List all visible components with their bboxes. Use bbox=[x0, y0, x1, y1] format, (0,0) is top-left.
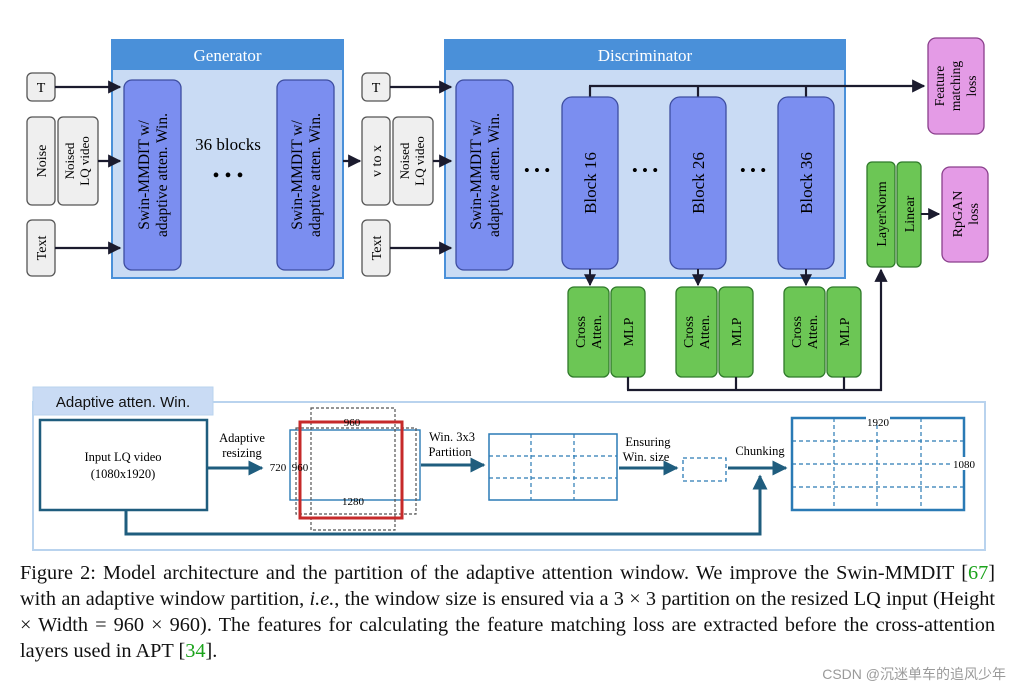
svg-text:T: T bbox=[37, 81, 46, 96]
dim-720: 720 bbox=[270, 462, 287, 474]
generator-input-text: Text bbox=[26, 219, 56, 277]
svg-text:Input LQ video: Input LQ video bbox=[84, 450, 161, 464]
feature-matching-loss-box: Feature matching loss bbox=[927, 37, 985, 135]
head-collector-lines bbox=[626, 268, 888, 392]
skip-connection-arrow bbox=[124, 474, 768, 536]
resized-frame: 960 720 960 1280 bbox=[270, 407, 421, 531]
discriminator-input-noised-lq: Noised LQ video bbox=[392, 116, 434, 206]
svg-text:LQ video: LQ video bbox=[412, 136, 427, 185]
svg-text:Block 16: Block 16 bbox=[581, 152, 600, 214]
generator-blocks-count: 36 blocks bbox=[195, 135, 261, 154]
dim-1080: 1080 bbox=[953, 459, 976, 471]
svg-text:Cross: Cross bbox=[574, 316, 589, 348]
svg-text:T: T bbox=[372, 81, 381, 96]
step-resize-label-1: Adaptive bbox=[219, 431, 265, 445]
svg-text:LayerNorm: LayerNorm bbox=[875, 181, 890, 246]
dim-960-top: 960 bbox=[344, 417, 361, 429]
svg-text:MLP: MLP bbox=[838, 317, 853, 346]
svg-text:Linear: Linear bbox=[903, 195, 918, 232]
figure-caption: Figure 2: Model architecture and the par… bbox=[20, 562, 996, 662]
rpgan-loss-box: RpGAN loss bbox=[941, 166, 989, 263]
discriminator-input-text: Text bbox=[361, 219, 391, 277]
step-chunk-label: Chunking bbox=[735, 444, 785, 458]
architecture-diagram: Generator T Noise Noised LQ video Text S… bbox=[26, 37, 989, 551]
svg-text:Atten.: Atten. bbox=[806, 315, 821, 350]
head-36: Cross Atten. MLP bbox=[783, 286, 862, 378]
step-ensure-label-2: Win. size bbox=[623, 450, 670, 464]
svg-text:adaptive atten. Win.: adaptive atten. Win. bbox=[307, 113, 324, 237]
svg-text:Block 26: Block 26 bbox=[689, 152, 708, 214]
svg-text:(1080x1920): (1080x1920) bbox=[91, 467, 156, 481]
discriminator-block-16: Block 16 bbox=[561, 96, 619, 270]
discriminator-block-36: Block 36 bbox=[777, 96, 835, 270]
input-lq-video-box: Input LQ video (1080x1920) bbox=[38, 418, 209, 512]
svg-text:MLP: MLP bbox=[622, 317, 637, 346]
svg-text:Atten.: Atten. bbox=[590, 315, 605, 350]
svg-text:RpGAN: RpGAN bbox=[951, 191, 966, 238]
feature-tap-lines bbox=[588, 79, 926, 97]
discriminator-dots-3: • • • bbox=[740, 161, 766, 180]
adaptive-window-title: Adaptive atten. Win. bbox=[56, 394, 190, 411]
discriminator-input-arrows bbox=[390, 80, 453, 255]
generator-input-arrows bbox=[55, 80, 122, 255]
discriminator-dots-1: • • • bbox=[524, 161, 550, 180]
svg-text:loss: loss bbox=[964, 75, 979, 96]
discriminator-input-v-to-x: v to x bbox=[361, 116, 391, 206]
dim-960-left: 960 bbox=[292, 462, 309, 474]
adaptive-window-panel: Adaptive atten. Win. bbox=[32, 386, 986, 551]
head-down-arrows bbox=[584, 269, 812, 287]
generator-input-t: T bbox=[26, 72, 56, 102]
citation-link-67[interactable]: 67 bbox=[967, 562, 989, 584]
svg-text:Noised: Noised bbox=[62, 142, 77, 179]
dim-1920: 1920 bbox=[867, 417, 890, 429]
partition-grid bbox=[488, 433, 618, 501]
discriminator-input-t: T bbox=[361, 72, 391, 102]
watermark: CSDN @沉迷单车的追风少年 bbox=[822, 666, 1006, 682]
discriminator-block-first: Swin-MMDIT w/ adaptive atten. Win. bbox=[455, 79, 514, 271]
svg-text:Noised: Noised bbox=[397, 142, 412, 179]
svg-text:Swin-MMDIT w/: Swin-MMDIT w/ bbox=[289, 120, 306, 230]
linear-box: Linear bbox=[896, 161, 922, 268]
svg-text:Swin-MMDIT w/: Swin-MMDIT w/ bbox=[136, 120, 153, 230]
generator-block-first: Swin-MMDIT w/ adaptive atten. Win. bbox=[123, 79, 182, 271]
svg-text:adaptive atten. Win.: adaptive atten. Win. bbox=[486, 113, 503, 237]
step-resize-label-2: resizing bbox=[222, 446, 262, 460]
discriminator-dots-2: • • • bbox=[632, 161, 658, 180]
generator-ellipsis: • • • bbox=[212, 165, 243, 187]
step-ensure-label-1: Ensuring bbox=[625, 435, 671, 449]
svg-text:Block 36: Block 36 bbox=[797, 152, 816, 214]
head-26: Cross Atten. MLP bbox=[675, 286, 754, 378]
step-partition-label-1: Win. 3x3 bbox=[429, 430, 475, 444]
svg-text:loss: loss bbox=[967, 203, 982, 225]
head-16: Cross Atten. MLP bbox=[567, 286, 646, 378]
svg-text:Text: Text bbox=[370, 236, 385, 261]
discriminator-block-26: Block 26 bbox=[669, 96, 727, 270]
svg-text:MLP: MLP bbox=[730, 317, 745, 346]
layernorm-box: LayerNorm bbox=[866, 161, 896, 268]
window-cell bbox=[682, 457, 727, 482]
generator-input-noised-lq: Noised LQ video bbox=[57, 116, 99, 206]
svg-text:Feature: Feature bbox=[932, 66, 947, 106]
generator-input-noise: Noise bbox=[26, 116, 56, 206]
dim-1280: 1280 bbox=[342, 496, 365, 508]
svg-text:matching: matching bbox=[948, 61, 963, 111]
svg-text:Cross: Cross bbox=[682, 316, 697, 348]
generator-title: Generator bbox=[194, 46, 262, 65]
svg-text:adaptive atten. Win.: adaptive atten. Win. bbox=[154, 113, 171, 237]
svg-text:Noise: Noise bbox=[35, 145, 50, 178]
svg-text:v to x: v to x bbox=[370, 145, 385, 177]
step-partition-label-2: Partition bbox=[428, 445, 472, 459]
svg-text:Text: Text bbox=[35, 236, 50, 261]
svg-text:Swin-MMDIT w/: Swin-MMDIT w/ bbox=[468, 120, 485, 230]
chunk-grid: 1920 1080 bbox=[790, 415, 978, 512]
svg-text:LQ video: LQ video bbox=[77, 136, 92, 185]
svg-text:Cross: Cross bbox=[790, 316, 805, 348]
citation-link-34[interactable]: 34 bbox=[185, 640, 206, 662]
generator-block-last: Swin-MMDIT w/ adaptive atten. Win. bbox=[276, 79, 335, 271]
svg-text:Atten.: Atten. bbox=[698, 315, 713, 350]
discriminator-title: Discriminator bbox=[598, 46, 693, 65]
